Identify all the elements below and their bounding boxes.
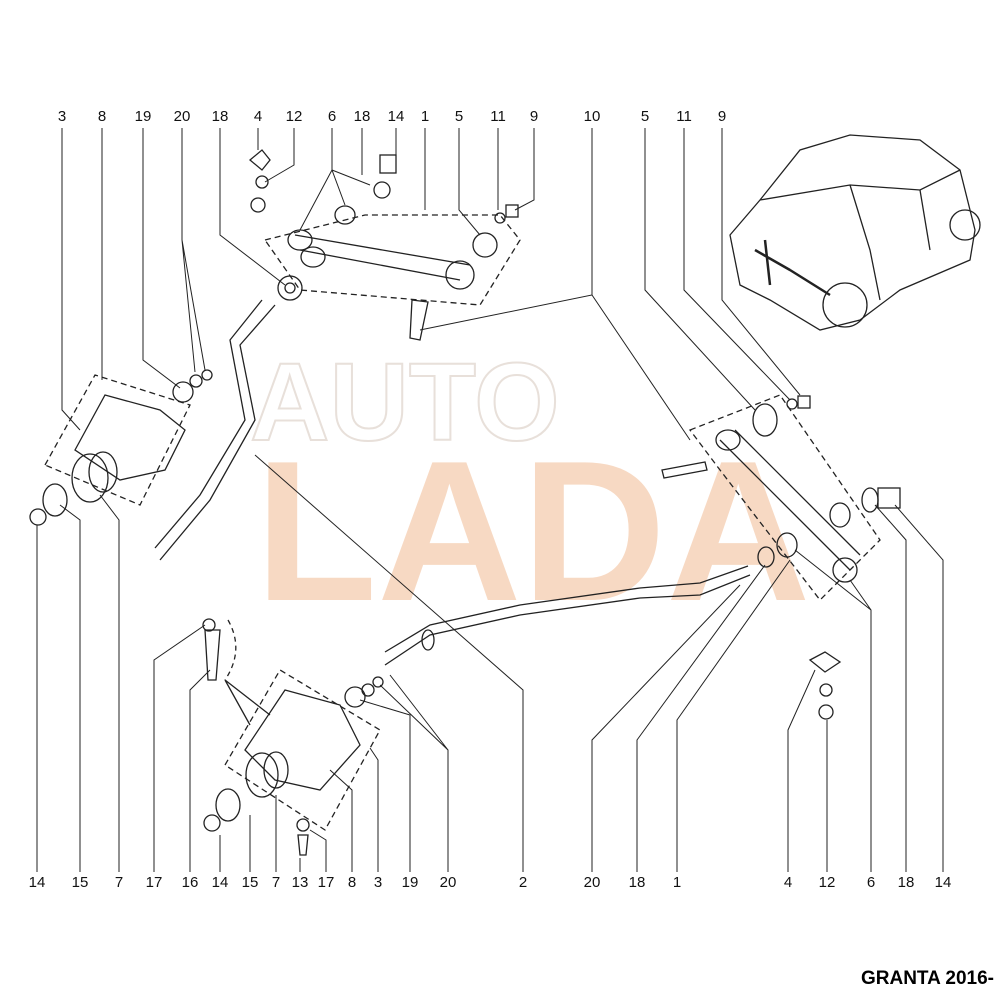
stabilizer-bar [154,299,751,666]
callout-number: 5 [640,108,650,125]
callout-number: 1 [420,108,430,125]
watermark-logo: AUTO LADA [249,340,810,643]
callout-number: 6 [327,108,337,125]
leader-lines [36,128,944,872]
callout-number: 4 [253,108,263,125]
callout-number: 12 [285,108,303,125]
callout-number: 6 [866,874,876,891]
callout-number: 17 [317,874,335,891]
callout-number: 20 [173,108,191,125]
callout-number: 8 [347,874,357,891]
callout-number: 3 [57,108,67,125]
callout-number: 5 [454,108,464,125]
callout-number: 17 [145,874,163,891]
callout-number: 10 [583,108,601,125]
callout-number: 11 [490,108,506,125]
callout-number: 20 [583,874,601,891]
callout-number: 9 [717,108,727,125]
callout-number: 19 [134,108,152,125]
stabilizer-link-right [661,394,901,720]
car-illustration [729,134,981,331]
stabilizer-bracket-bottom [202,618,384,856]
callout-number: 18 [353,108,371,125]
model-title: GRANTA 2016- [860,968,994,989]
callout-number: 14 [28,874,46,891]
callout-number: 15 [241,874,259,891]
callout-number: 13 [291,874,309,891]
callout-number: 16 [181,874,199,891]
callout-number: 18 [628,874,646,891]
stabilizer-bracket-left-top [29,369,213,526]
callout-number: 19 [401,874,419,891]
callout-number: 14 [211,874,229,891]
callout-number: 8 [97,108,107,125]
callout-number: 14 [387,108,405,125]
callout-number: 7 [271,874,281,891]
stabilizer-link-top [248,149,521,341]
callout-number: 2 [518,874,528,891]
callout-number: 18 [211,108,229,125]
callout-number: 1 [672,874,682,891]
svg-text:LADA: LADA [255,420,810,643]
svg-text:AUTO: AUTO [250,341,560,464]
callout-number: 14 [934,874,952,891]
callout-number: 20 [439,874,457,891]
callout-number: 3 [373,874,383,891]
callout-number: 12 [818,874,836,891]
callout-number: 4 [783,874,793,891]
callout-number: 9 [529,108,539,125]
callout-number: 15 [71,874,89,891]
callout-number: 7 [114,874,124,891]
callout-number: 18 [897,874,915,891]
callout-number: 11 [676,108,692,125]
